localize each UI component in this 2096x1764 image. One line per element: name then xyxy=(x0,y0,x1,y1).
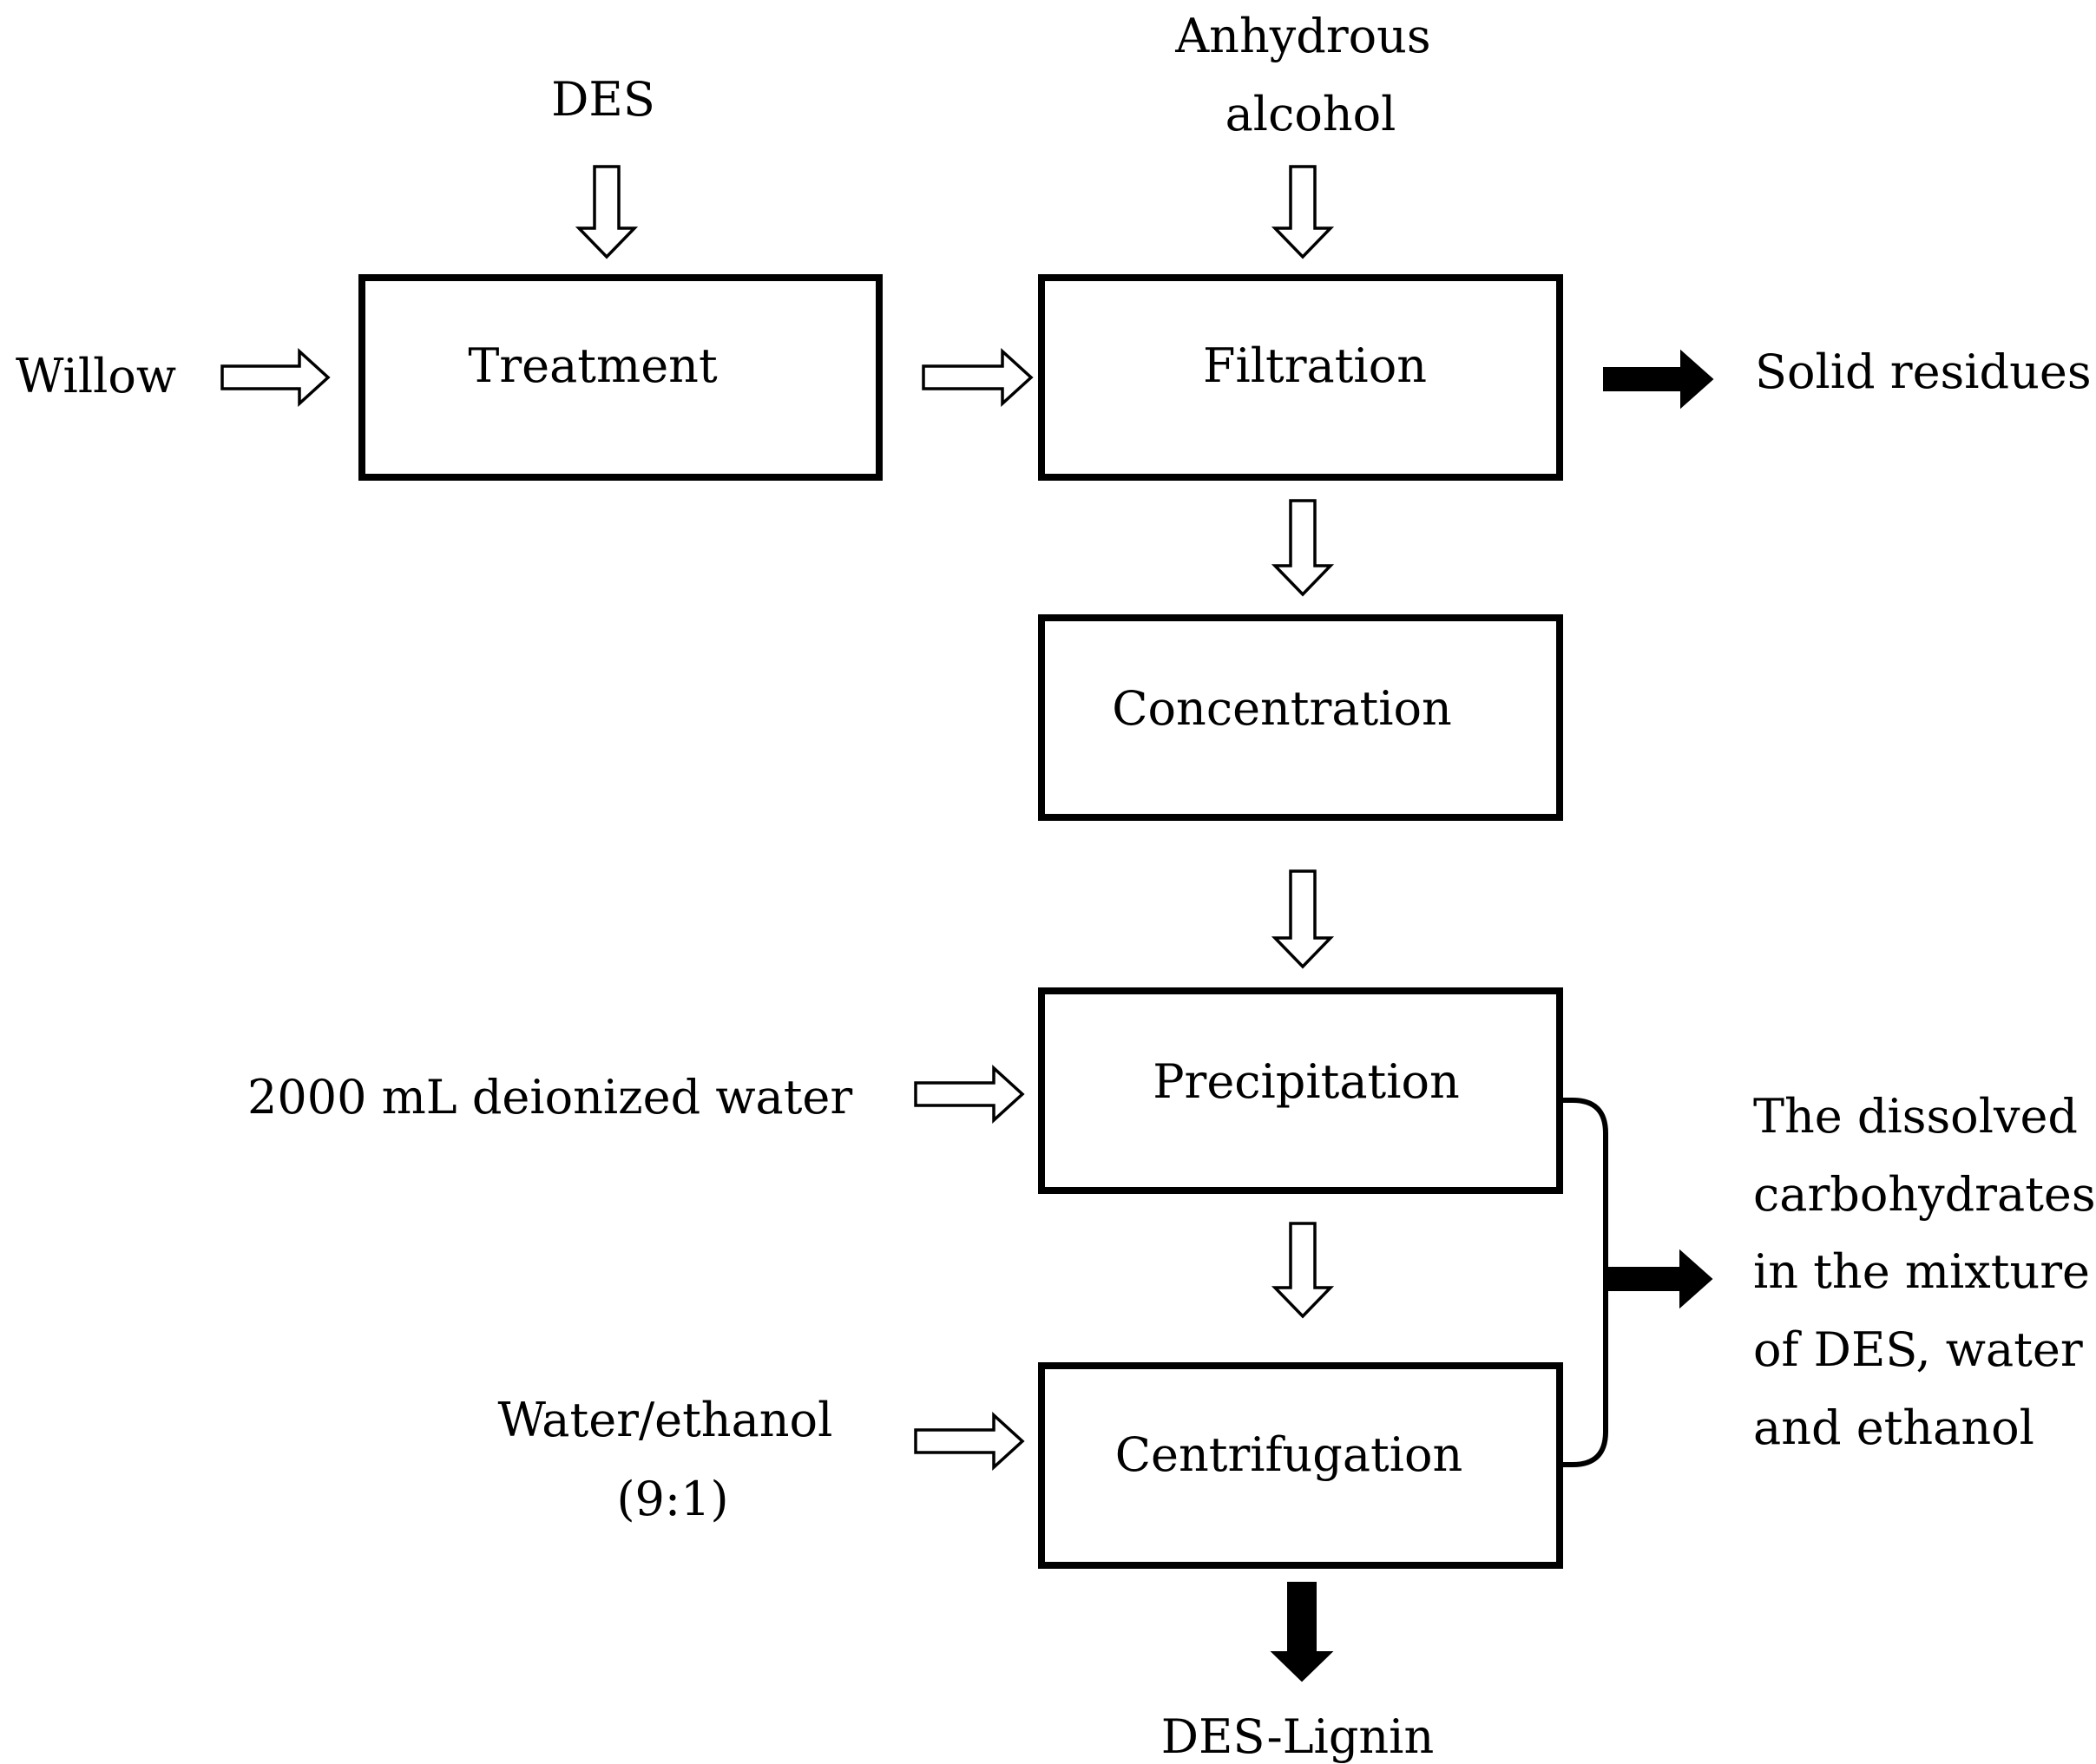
concentration-label: Concentration xyxy=(1112,681,1452,736)
deionized-water-label: 2000 mL deionized water xyxy=(247,1070,852,1125)
filtration-box xyxy=(1038,274,1563,481)
water-ethanol-arrow xyxy=(914,1412,1025,1471)
water-ethanol-line-2: (9:1) xyxy=(616,1472,728,1526)
treatment-box xyxy=(358,274,883,481)
precipitation-box xyxy=(1038,987,1563,1194)
dissolved-line-4: of DES, water xyxy=(1753,1322,2083,1377)
precipitation-label: Precipitation xyxy=(1153,1054,1460,1109)
deionized-water-arrow xyxy=(914,1065,1025,1124)
solid-residues-arrow xyxy=(1603,349,1714,410)
dissolved-carbohydrates-label: The dissolved carbohydrates in the mixtu… xyxy=(1753,1089,2096,1455)
filtration-to-concentration-arrow xyxy=(1271,499,1335,597)
dissolved-carbohydrates-arrow xyxy=(1605,1249,1713,1309)
water-ethanol-label: Water/ethanol (9:1) xyxy=(497,1393,847,1526)
dissolved-line-1: The dissolved xyxy=(1753,1089,2078,1144)
willow-to-treatment-arrow xyxy=(220,348,331,407)
filtration-label: Filtration xyxy=(1203,338,1427,393)
concentration-to-precipitation-arrow xyxy=(1271,869,1335,969)
water-ethanol-line-1: Water/ethanol xyxy=(497,1393,832,1447)
willow-label: Willow xyxy=(16,349,176,403)
concentration-box xyxy=(1038,614,1563,821)
des-label: DES xyxy=(551,72,655,127)
anhydrous-alcohol-label: Anhydrous alcohol xyxy=(1174,9,1446,141)
des-lignin-label: DES-Lignin xyxy=(1161,1709,1434,1764)
treatment-label: Treatment xyxy=(468,338,718,393)
des-lignin-arrow xyxy=(1270,1582,1334,1682)
centrifugation-box xyxy=(1038,1362,1563,1569)
alcohol-down-arrow xyxy=(1271,165,1335,259)
treatment-to-filtration-arrow xyxy=(922,348,1034,407)
solid-residues-label: Solid residues xyxy=(1755,344,2092,399)
des-down-arrow xyxy=(575,165,639,259)
combined-output-brace xyxy=(1560,1098,1608,1467)
dissolved-line-2: carbohydrates xyxy=(1753,1167,2096,1222)
precipitation-to-centrifugation-arrow xyxy=(1271,1222,1335,1319)
centrifugation-label: Centrifugation xyxy=(1115,1427,1463,1482)
anhydrous-alcohol-line-2: alcohol xyxy=(1225,87,1396,141)
dissolved-line-3: in the mixture xyxy=(1753,1244,2090,1299)
anhydrous-alcohol-line-1: Anhydrous xyxy=(1174,9,1430,63)
dissolved-line-5: and ethanol xyxy=(1753,1400,2034,1455)
